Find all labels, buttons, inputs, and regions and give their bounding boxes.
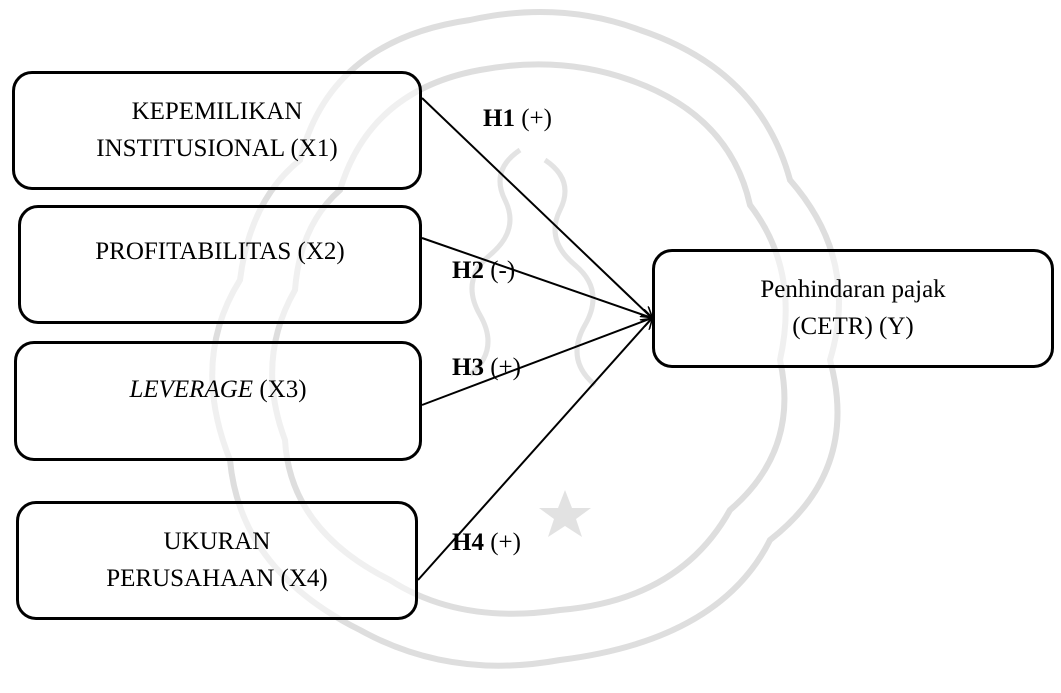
- h2-code: H2: [452, 257, 484, 284]
- variable-box-x4: UKURAN PERUSAHAAN (X4): [16, 501, 418, 620]
- h3-code: H3: [452, 354, 484, 381]
- y-label-line2: (CETR) (Y): [792, 312, 914, 340]
- arrow-h3: [421, 318, 652, 406]
- h4-code: H4: [452, 529, 484, 556]
- x4-label-line1: UKURAN: [163, 528, 271, 556]
- hypothesis-label-h4: H4 (+): [452, 530, 521, 555]
- h1-code: H1: [483, 105, 515, 132]
- arrow-h4: [417, 318, 652, 581]
- arrow-h1: [421, 97, 652, 318]
- h2-sign: (-): [490, 257, 516, 284]
- dependent-variable-box: Penhindaran pajak (CETR) (Y): [652, 249, 1054, 368]
- variable-box-x1: KEPEMILIKAN INSTITUSIONAL (X1): [12, 71, 422, 190]
- x3-label-italic: LEVERAGE: [129, 376, 254, 403]
- hypothesis-label-h3: H3 (+): [452, 355, 521, 380]
- x3-label-rest: (X3): [253, 376, 307, 403]
- variable-box-x2: PROFITABILITAS (X2): [18, 205, 422, 324]
- y-label-line1: Penhindaran pajak: [760, 276, 946, 304]
- x2-label: PROFITABILITAS (X2): [95, 238, 345, 265]
- h1-sign: (+): [521, 105, 552, 132]
- hypothesis-label-h2: H2 (-): [452, 258, 515, 283]
- x4-label-line2: PERUSAHAAN (X4): [106, 564, 328, 592]
- variable-box-x3: LEVERAGE (X3): [14, 341, 422, 461]
- arrow-h2: [421, 237, 652, 318]
- x1-label-line1: KEPEMILIKAN: [131, 98, 303, 126]
- h4-sign: (+): [490, 529, 521, 556]
- hypothesis-label-h1: H1 (+): [483, 106, 552, 131]
- x1-label-line2: INSTITUSIONAL (X1): [96, 134, 338, 162]
- h3-sign: (+): [490, 354, 521, 381]
